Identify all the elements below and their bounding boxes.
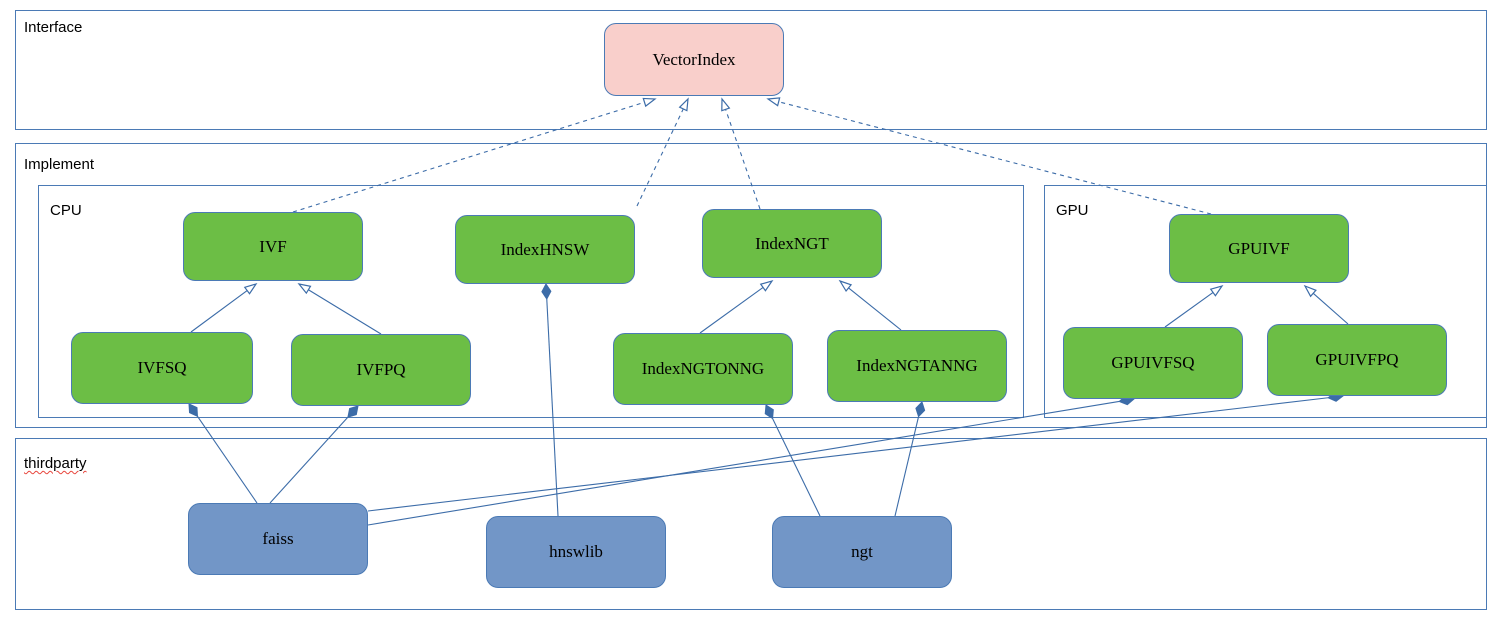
node-ivfpq[interactable]: IVFPQ bbox=[291, 334, 471, 406]
node-hnswlib[interactable]: hnswlib bbox=[486, 516, 666, 588]
node-ivfsq[interactable]: IVFSQ bbox=[71, 332, 253, 404]
node-gpuivfsq[interactable]: GPUIVFSQ bbox=[1063, 327, 1243, 399]
node-gpuivf[interactable]: GPUIVF bbox=[1169, 214, 1349, 283]
node-indexngtonng[interactable]: IndexNGTONNG bbox=[613, 333, 793, 405]
frame-label-cpu: CPU bbox=[50, 202, 82, 219]
node-indexhnsw[interactable]: IndexHNSW bbox=[455, 215, 635, 284]
node-gpuivfpq[interactable]: GPUIVFPQ bbox=[1267, 324, 1447, 396]
node-indexngtanng[interactable]: IndexNGTANNG bbox=[827, 330, 1007, 402]
frame-label-gpu: GPU bbox=[1056, 202, 1089, 219]
frame-label-interface: Interface bbox=[24, 19, 83, 36]
node-vectorindex[interactable]: VectorIndex bbox=[604, 23, 784, 96]
node-faiss[interactable]: faiss bbox=[188, 503, 368, 575]
frame-label-thirdparty: thirdparty bbox=[24, 455, 87, 472]
node-indexngt[interactable]: IndexNGT bbox=[702, 209, 882, 278]
node-ngt[interactable]: ngt bbox=[772, 516, 952, 588]
node-ivf[interactable]: IVF bbox=[183, 212, 363, 281]
frame-label-implement: Implement bbox=[24, 156, 95, 173]
